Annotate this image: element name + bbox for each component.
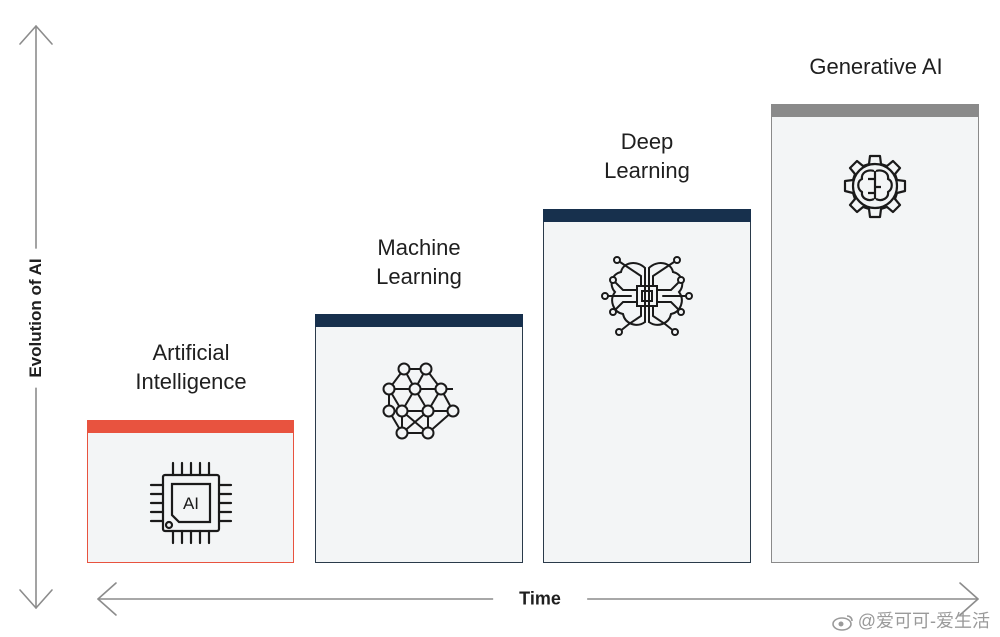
brain-gear-icon xyxy=(843,154,907,219)
stage-color-bar xyxy=(315,314,523,327)
stage-color-bar xyxy=(543,209,751,222)
stage-box-machine-learning xyxy=(315,314,523,563)
stage-title-artificial-intelligence: Artificial Intelligence xyxy=(135,338,246,396)
stage-box-artificial-intelligence: AI xyxy=(87,420,294,563)
x-axis-arrow-left xyxy=(97,582,117,616)
x-axis-label: Time xyxy=(493,588,587,610)
neural-network-icon xyxy=(382,362,460,440)
stage-title-line: Learning xyxy=(604,158,690,183)
stage-color-bar xyxy=(87,420,294,433)
weibo-logo-icon xyxy=(831,615,853,632)
watermark-text: @爱可可-爱生活 xyxy=(857,611,990,631)
stage-title-machine-learning: Machine Learning xyxy=(376,233,462,291)
y-axis-arrow-up xyxy=(19,25,53,45)
circuit-brain-icon xyxy=(601,256,693,336)
stage-color-bar xyxy=(771,104,979,117)
stage-box-deep-learning xyxy=(543,209,751,563)
stage-box-generative-ai xyxy=(771,104,979,563)
stage-title-line: Learning xyxy=(376,264,462,289)
stage-title-line: Machine xyxy=(377,235,461,260)
stage-title-line: Intelligence xyxy=(135,369,247,394)
stage-title-generative-ai: Generative AI xyxy=(809,52,942,81)
stage-title-line: Generative AI xyxy=(809,54,943,79)
y-axis-label: Evolution of AI xyxy=(26,248,46,388)
chip-text: AI xyxy=(182,494,198,513)
stage-title-line: Artificial xyxy=(152,340,230,365)
watermark: @爱可可-爱生活 xyxy=(831,607,990,633)
y-axis-arrow-down xyxy=(19,589,53,609)
ai-chip-icon: AI xyxy=(149,461,232,545)
stage-title-deep-learning: Deep Learning xyxy=(604,127,690,185)
stage-title-line: Deep xyxy=(620,129,674,154)
